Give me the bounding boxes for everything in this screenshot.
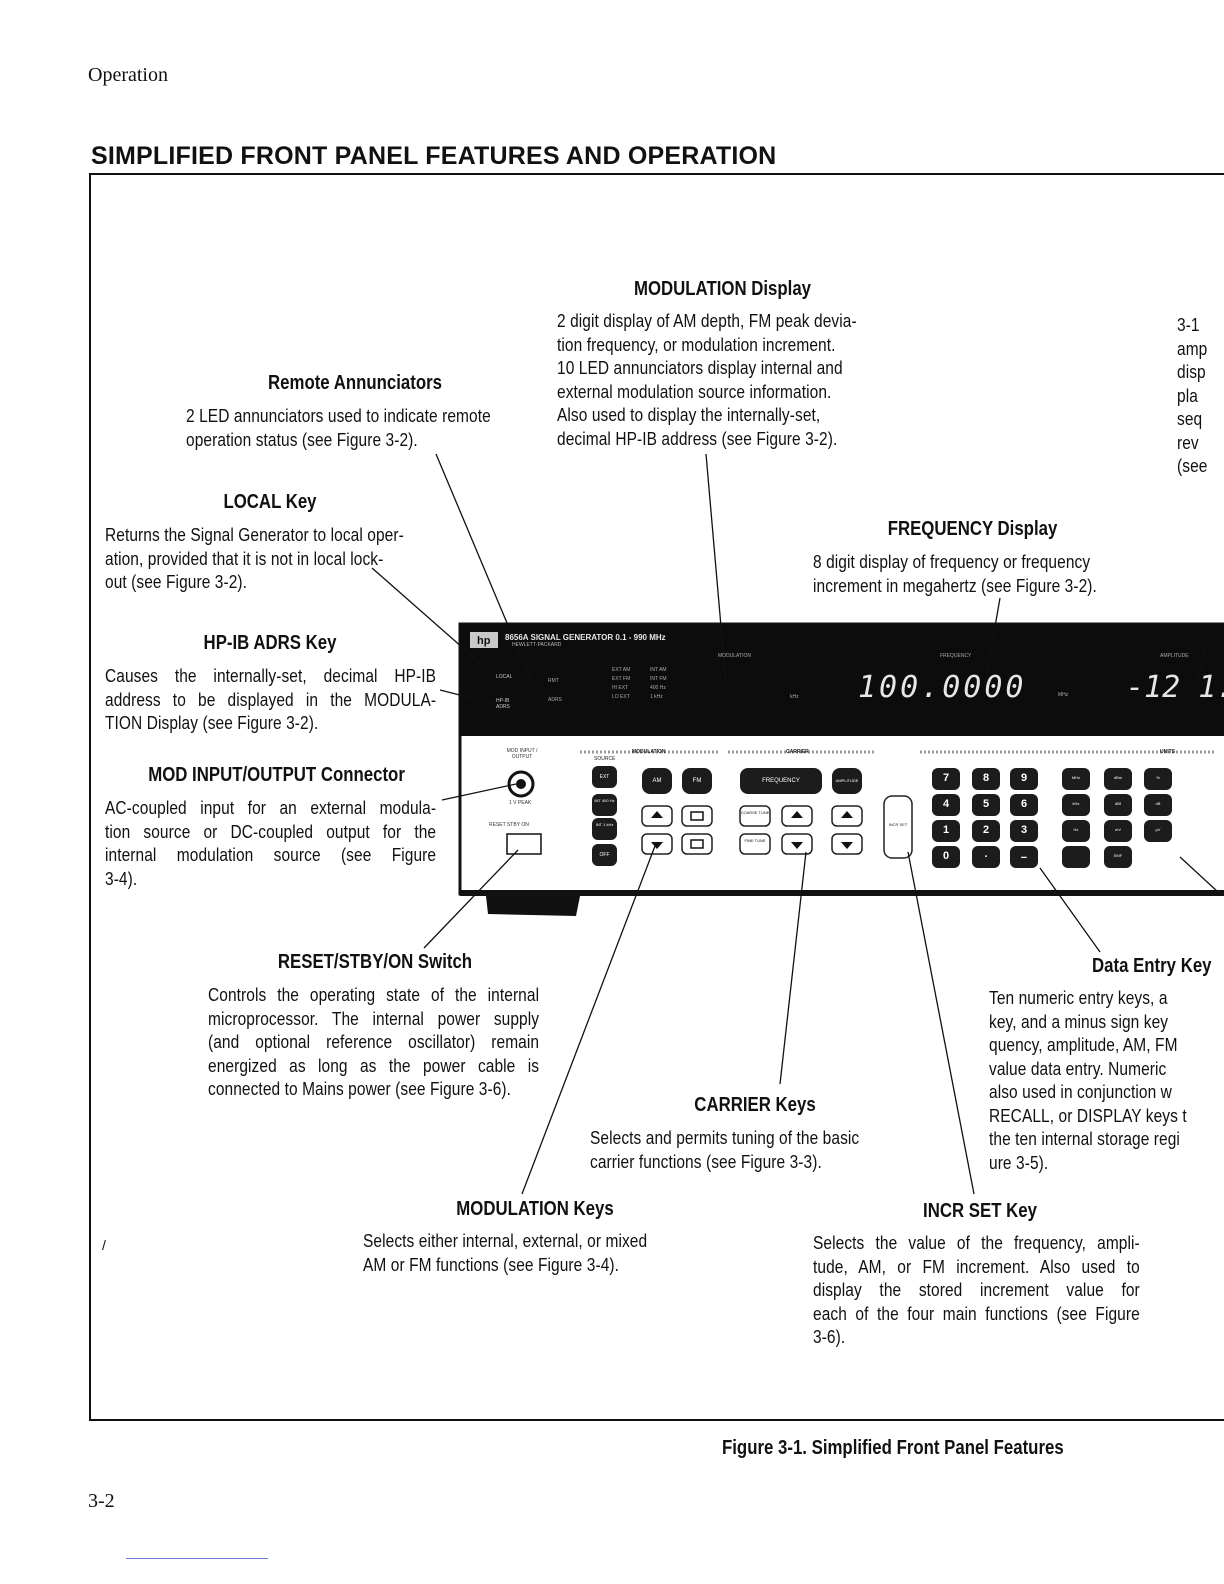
amplitude-key[interactable]: AMPLITUDE (835, 778, 859, 783)
frame-bottom-rule (89, 1419, 1224, 1421)
model-label: 8656A SIGNAL GENERATOR 0.1 - 990 MHz (505, 633, 666, 642)
right-edge-text: 3-1 amp disp pla seq rev (see (1177, 315, 1208, 476)
local-key-text: Returns the Signal Generator to local op… (105, 525, 404, 592)
rmt-annunciator: RMT (548, 678, 559, 684)
stray-mark: / (102, 1237, 106, 1253)
hpib-adrs-key-title: HP-IB ADRS Key (203, 632, 337, 654)
unit-key-db[interactable]: dB (1155, 801, 1161, 806)
key-minus[interactable]: − (1020, 852, 1028, 864)
source-label: SOURCE (594, 756, 616, 762)
ext-key[interactable]: EXT (599, 774, 610, 780)
incr-set-key-icon (883, 795, 913, 859)
panel-bottom-rail (460, 890, 1224, 896)
remote-annunciators-text: 2 LED annunciators used to indicate remo… (186, 406, 491, 450)
reset-switch-text: Controls the operating state of the inte… (208, 985, 540, 1099)
vpeak-label: 1 V PEAK (509, 800, 532, 806)
data-entry-keys-title: Data Entry Key (1092, 955, 1212, 977)
unit-key-uv[interactable]: µV (1155, 827, 1161, 832)
unit-key-mhz[interactable]: MHz (1071, 775, 1081, 780)
unit-key-dbm[interactable]: dBm (1113, 775, 1123, 780)
key-9[interactable]: 9 (1020, 772, 1028, 784)
reset-switch-icon (506, 833, 542, 855)
figure-caption: Figure 3-1. Simplified Front Panel Featu… (722, 1437, 1064, 1459)
mod-section-label: MODULATION (632, 749, 666, 755)
incr-set-key-text: Selects the value of the frequency, ampl… (813, 1233, 1140, 1347)
fm-key[interactable]: FM (692, 778, 702, 784)
frequency-display-label: FREQUENCY (940, 653, 972, 659)
display-bar (460, 624, 1224, 736)
int-400hz-key[interactable]: INT 400 Hz (594, 798, 615, 803)
brand-label: HEWLETT·PACKARD (512, 642, 562, 648)
local-key-label[interactable]: LOCAL (496, 674, 513, 680)
data-entry-keys-text: Ten numeric entry keys, a key, and a min… (989, 988, 1187, 1173)
key-7[interactable]: 7 (942, 772, 950, 784)
key-8[interactable]: 8 (982, 772, 990, 784)
fine-tune-key[interactable]: FINE TUNE (744, 838, 766, 843)
coarse-tune-key[interactable]: COARSE TUNE (740, 810, 770, 815)
unit-key-percent[interactable]: % (1156, 775, 1160, 780)
modulation-keys-text: Selects either internal, external, or mi… (363, 1231, 648, 1275)
hpib-adrs-key-text: Causes the internally-set, decimal HP-IB… (105, 666, 437, 733)
am-key[interactable]: AM (652, 778, 662, 784)
modulation-display-text: 2 digit display of AM depth, FM peak dev… (557, 311, 857, 449)
page-number: 3-2 (88, 1490, 115, 1512)
title-rule (89, 173, 1224, 175)
int-1khz-key[interactable]: INT 1 kHz (595, 822, 614, 827)
hp-logo-icon (470, 632, 498, 648)
modulation-keys-title: MODULATION Keys (456, 1198, 614, 1220)
mod-io-connector-title: MOD INPUT/OUTPUT Connector (148, 764, 405, 786)
amplitude-readout: -12 1. (1126, 670, 1224, 705)
frequency-units-label: MHz (1058, 692, 1069, 698)
mod-units-label: kHz (790, 694, 799, 700)
remote-annunciators-title: Remote Annunciators (268, 372, 442, 394)
key-6[interactable]: 6 (1020, 798, 1028, 810)
unit-key-khz[interactable]: kHz (1072, 801, 1080, 806)
key-4[interactable]: 4 (942, 798, 950, 810)
unit-key-dbf[interactable]: dBf (1114, 801, 1121, 806)
reset-switch-title: RESET/STBY/ON Switch (277, 951, 473, 973)
key-2[interactable]: 2 (982, 824, 990, 836)
key-decimal[interactable]: . (984, 848, 988, 860)
mod-io-label: MOD INPUT / OUTPUT (506, 748, 538, 760)
local-key-title: LOCAL Key (223, 491, 317, 513)
section-label: Operation (88, 64, 168, 86)
frequency-display-text: 8 digit display of frequency or frequenc… (813, 552, 1097, 596)
unit-key-emf[interactable]: EMF (1113, 853, 1123, 858)
unit-key-hz[interactable]: Hz (1073, 827, 1079, 832)
key-5[interactable]: 5 (982, 798, 990, 810)
reset-label: RESET STBY ON (489, 822, 529, 828)
mod-io-connector-text: AC-coupled input for an external modula-… (105, 798, 437, 889)
modulation-display-label: MODULATION (718, 653, 751, 659)
modulation-display-title: MODULATION Display (633, 278, 812, 300)
key-3[interactable]: 3 (1020, 824, 1028, 836)
amplitude-display-label: AMPLITUDE (1160, 653, 1189, 659)
mod-off-key[interactable]: OFF (599, 852, 610, 858)
carrier-section-label: CARRIER (786, 749, 809, 755)
key-0[interactable]: 0 (942, 850, 950, 862)
carrier-keys-title: CARRIER Keys (694, 1094, 816, 1116)
frequency-readout: 100.0000 (858, 670, 1027, 705)
bottom-link-rule (126, 1558, 268, 1559)
adrs-annunciator: ADRS (548, 697, 562, 703)
frequency-display-title: FREQUENCY Display (887, 518, 1058, 540)
frequency-key[interactable]: FREQUENCY (762, 778, 800, 784)
panel-foot (486, 896, 580, 916)
units-section-label: UNITS (1160, 749, 1175, 755)
unit-key-mv[interactable]: mV (1115, 827, 1121, 832)
leader-lines (371, 453, 1101, 1195)
svg-text:hp: hp (477, 635, 491, 647)
key-1[interactable]: 1 (942, 824, 950, 836)
frame-left-rule (89, 173, 91, 1421)
incr-set-key-title: INCR SET Key (923, 1200, 1037, 1222)
page-title: SIMPLIFIED FRONT PANEL FEATURES AND OPER… (91, 142, 777, 170)
incr-set-label: INCR SET (888, 822, 908, 827)
carrier-keys-text: Selects and permits tuning of the basic … (590, 1128, 860, 1172)
